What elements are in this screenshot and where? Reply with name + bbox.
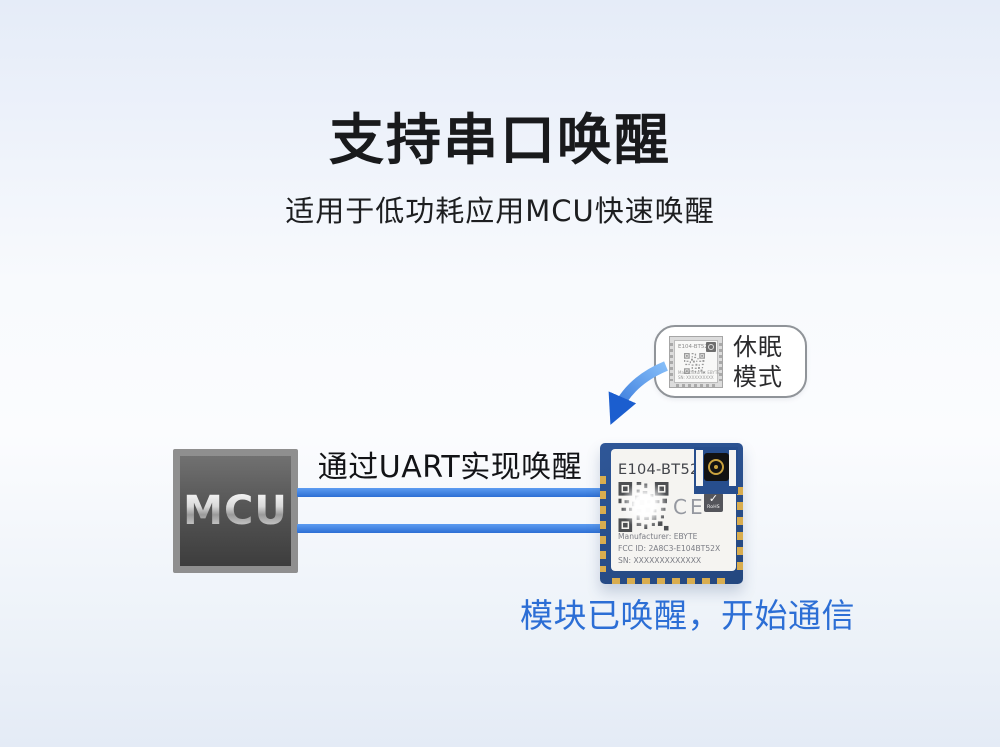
mini-module-pads (670, 342, 673, 381)
mini-antenna-connector-icon (706, 341, 716, 352)
mini-module-pads (676, 383, 716, 387)
qr-shine-highlight (617, 482, 670, 532)
mcu-chip: MCU (173, 449, 298, 573)
sleep-mode-badge: E104-BT52X Manufacturer: EBYTE SN: XXXXX… (654, 325, 807, 398)
module-name: E104-BT52X (618, 462, 710, 478)
check-icon: ✓ (708, 493, 719, 505)
sleep-mode-label-line1: 休眠 (733, 332, 783, 361)
sleep-mode-label-line2: 模式 (733, 362, 783, 391)
uart-line-2 (297, 524, 602, 533)
mcu-label: MCU (183, 488, 288, 534)
module-label-area: E104-BT52X CE ✓ RoHS Manufacturer: EBYTE… (611, 449, 736, 571)
module-info-text: Manufacturer: EBYTE FCC ID: 2A8C3-E104BT… (618, 531, 720, 567)
ble-module: E104-BT52X CE ✓ RoHS Manufacturer: EBYTE… (600, 443, 743, 584)
antenna-pad (729, 450, 736, 486)
module-sn: SN: XXXXXXXXXXXXX (618, 556, 702, 565)
module-manufacturer: Manufacturer: EBYTE (618, 532, 698, 541)
mini-module-manufacturer: Manufacturer: EBYTE (678, 369, 720, 375)
rohs-label: RoHS (707, 505, 720, 510)
mini-module-sn: SN: XXXXXXXXXX (678, 374, 714, 380)
page-title: 支持串口唤醒 (328, 108, 671, 172)
module-pads-bottom (612, 578, 731, 584)
uart-caption: 通过UART实现唤醒 (317, 450, 583, 485)
mini-module-pads (719, 342, 722, 381)
rohs-icon: ✓ RoHS (704, 493, 723, 512)
antenna-pad (696, 450, 703, 486)
module-pads-left (600, 476, 606, 572)
wake-arrow-icon (608, 361, 668, 425)
wake-status-text: 模块已唤醒，开始通信 (520, 596, 855, 635)
module-fcc-id: FCC ID: 2A8C3-E104BT52X (618, 544, 721, 553)
mini-module-text: Manufacturer: EBYTE SN: XXXXXXXXXX (678, 370, 720, 380)
ce-mark: CE (673, 495, 706, 519)
mini-module-name: E104-BT52X (678, 343, 712, 350)
antenna-zone (694, 447, 738, 494)
mini-module-label-area: E104-BT52X Manufacturer: EBYTE SN: XXXXX… (674, 339, 720, 383)
sleep-mode-label: 休眠 模式 (733, 332, 783, 392)
uart-line-1 (297, 488, 602, 497)
sleep-module-thumbnail: E104-BT52X Manufacturer: EBYTE SN: XXXXX… (669, 335, 723, 388)
qr-code-icon (617, 482, 670, 532)
module-pads-right (737, 487, 743, 572)
page-subtitle: 适用于低功耗应用MCU快速唤醒 (285, 194, 715, 228)
antenna-connector-icon (704, 453, 729, 481)
